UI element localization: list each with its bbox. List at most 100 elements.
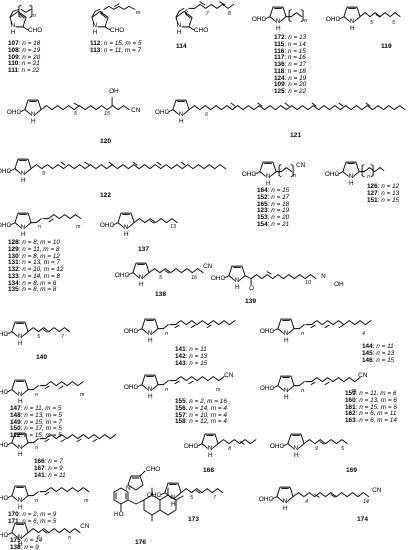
pyrrole-ring bbox=[269, 6, 287, 18]
substituent-values: n = 19 bbox=[288, 74, 307, 82]
double-bond bbox=[164, 270, 170, 274]
compound-number: 164 bbox=[257, 187, 268, 194]
nitrogen-label: N bbox=[20, 170, 26, 178]
substituent-values: n = 11 bbox=[189, 346, 207, 353]
repeat-bracket bbox=[370, 164, 374, 178]
cho-label: CHO bbox=[146, 466, 161, 473]
nitrogen-label: N bbox=[20, 224, 26, 232]
aldehyde-bond bbox=[6, 532, 13, 536]
repeat-subscript: 5 bbox=[370, 19, 373, 26]
compound-label: 141: n = 11 bbox=[175, 346, 207, 353]
nitrogen-label: N bbox=[178, 111, 184, 119]
compound-label: 113: n = 11, m = 7 bbox=[90, 46, 142, 54]
nitrogen-label: N bbox=[349, 18, 355, 26]
compound-number: 138 bbox=[10, 543, 21, 550]
substituent-values: n = 8, m = 10 bbox=[22, 239, 60, 246]
compound-number: 142 bbox=[175, 352, 186, 360]
double-bond bbox=[174, 324, 180, 329]
pyrrole-ring bbox=[11, 522, 29, 534]
substituent-values: n = 17 bbox=[288, 61, 307, 69]
double-bond bbox=[180, 161, 186, 166]
compound-number: 110 bbox=[8, 60, 19, 68]
pyrrole-ring bbox=[287, 433, 305, 445]
hydrogen-label: H bbox=[18, 503, 23, 511]
hydrogen-label: H bbox=[18, 450, 23, 458]
substituent-values: n = 11, m = 8 bbox=[22, 245, 60, 253]
substituent-values: n = 2, m = 9 bbox=[22, 511, 57, 518]
aldehyde-bond bbox=[136, 384, 143, 388]
compound-number: 173 bbox=[188, 516, 200, 523]
hydrogen-label: H bbox=[148, 392, 153, 400]
ohc-label: OHC bbox=[0, 330, 9, 338]
substituent-values: n = 11 bbox=[48, 471, 66, 479]
repeat-subscript: n bbox=[99, 10, 103, 17]
double-bond bbox=[324, 324, 330, 329]
pyrrole-ring bbox=[22, 442, 29, 448]
compound-number: 145 bbox=[362, 349, 373, 357]
pyrrole-ring bbox=[288, 385, 295, 391]
pyrrole-ring bbox=[91, 11, 109, 28]
compound-label: 163: n = 6, m = 14 bbox=[345, 417, 397, 425]
decalin-ring bbox=[159, 494, 177, 516]
compound-number: 171 bbox=[8, 517, 19, 525]
compound-number: 144 bbox=[362, 343, 373, 350]
pyrrole-double-bond bbox=[184, 13, 191, 19]
pyrrole-ring bbox=[11, 331, 18, 337]
pyrrole-ring bbox=[14, 222, 21, 228]
double-bond bbox=[92, 438, 98, 443]
substituent-values: n = 20 bbox=[271, 214, 290, 222]
pyrrole-ring bbox=[276, 496, 283, 502]
substituent-values: n = 18 bbox=[271, 200, 290, 208]
compound-number: 113 bbox=[90, 46, 101, 54]
nitrogen-label: N bbox=[265, 173, 271, 181]
repeat-subscript: 5 bbox=[190, 494, 193, 501]
substituent-values: n = 7 bbox=[48, 458, 63, 465]
pyrrole-ring bbox=[24, 99, 42, 111]
ohc-label: OHC bbox=[146, 491, 162, 499]
substituent-values: n = 6, m = 11 bbox=[359, 410, 397, 418]
hydrogen-label: H bbox=[31, 117, 36, 125]
compound-label: 111: n = 22 bbox=[8, 67, 40, 75]
substituent-values: n = 20 bbox=[288, 81, 307, 89]
double-bond bbox=[73, 102, 80, 107]
compound-number: 174 bbox=[357, 516, 369, 523]
compound-number: 139 bbox=[245, 298, 257, 305]
double-bond bbox=[219, 1, 226, 6]
double-bond bbox=[206, 324, 212, 329]
compound-label: 162: n = 6, m = 11 bbox=[345, 410, 397, 418]
repeat-subscript: 6 bbox=[205, 111, 208, 118]
double-bond bbox=[338, 324, 344, 329]
pyrrole-ring bbox=[175, 492, 182, 498]
repeat-subscript: m bbox=[135, 10, 141, 17]
nitrile-label: CN bbox=[372, 486, 382, 494]
pyrrole-ring bbox=[143, 272, 150, 278]
ohc-label: OHC bbox=[241, 170, 257, 178]
nitrogen-label: N bbox=[17, 497, 23, 505]
aldehyde-bond bbox=[127, 272, 134, 276]
nitrogen-label: N bbox=[30, 111, 36, 119]
nitrogen-label: N bbox=[126, 485, 131, 492]
pyrrole-ring bbox=[342, 171, 349, 177]
compound-label: 151: n = 15 bbox=[367, 196, 400, 204]
compound-label: 156: n = 14, m = 4 bbox=[175, 404, 227, 412]
pyrrole-ring bbox=[141, 374, 159, 386]
aryl-double-bond bbox=[115, 492, 127, 500]
pyrrole-ring bbox=[14, 212, 32, 224]
double-bond bbox=[156, 161, 162, 166]
pyrrole-ring bbox=[11, 379, 29, 391]
repeat-subscript: n bbox=[165, 386, 168, 393]
aldehyde-bond bbox=[159, 492, 166, 496]
compound-label: 152: n = 17 bbox=[257, 193, 290, 201]
pyrrole-ring bbox=[270, 171, 277, 177]
alkenyl-chain bbox=[40, 105, 130, 111]
compound-label: 153: n = 20 bbox=[257, 214, 290, 222]
methylene-link bbox=[127, 499, 145, 505]
repeat-subscript: 5 bbox=[37, 534, 40, 541]
substituent-values: n = 14, m = 4 bbox=[189, 404, 227, 412]
substituent-values: n = 13, m = 5 bbox=[24, 411, 62, 419]
aldehyde-bond bbox=[188, 26, 195, 31]
compound-number: 133 bbox=[8, 272, 19, 280]
